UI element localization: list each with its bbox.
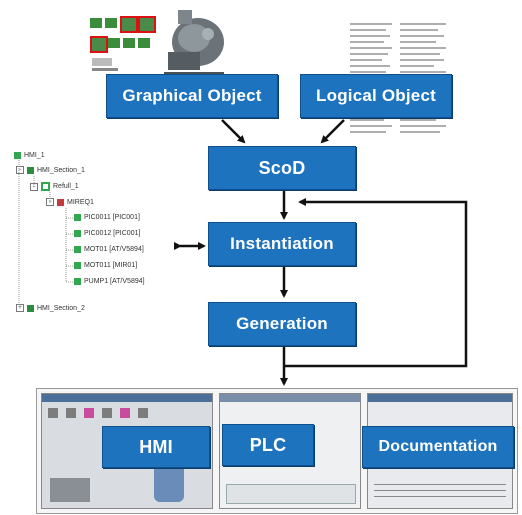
arrow-graphical-to-scod	[221, 119, 246, 144]
tree-item-section-1[interactable]: − HMI_Section_1	[16, 166, 85, 174]
box-label: Graphical Object	[122, 86, 262, 105]
box-label: PLC	[249, 434, 287, 455]
object-icon	[74, 262, 81, 269]
plc-box: PLC	[222, 424, 314, 466]
tree-item-object[interactable]: PUMP1 [AT/V5894]	[74, 278, 145, 285]
tree-item-label: PUMP1 [AT/V5894]	[84, 278, 145, 285]
tree-item-label: MOT011 [MIR01]	[84, 262, 138, 269]
generation-box: Generation	[208, 302, 356, 346]
tree-connectors	[18, 160, 74, 308]
tree-item-label: Refull_1	[53, 183, 79, 190]
tree-item-label: MIREQ1	[67, 198, 94, 206]
tree-item-label: PIC0012 [PIC001]	[84, 230, 141, 237]
object-icon	[74, 278, 81, 285]
group-icon	[57, 198, 64, 206]
documentation-box: Documentation	[362, 426, 514, 468]
collapse-icon[interactable]: −	[16, 166, 24, 174]
arrow-logical-to-scod	[320, 119, 345, 144]
box-label: Documentation	[378, 438, 498, 455]
scod-box: ScoD	[208, 146, 356, 190]
box-label: Instantiation	[230, 234, 334, 253]
expand-icon[interactable]: +	[16, 304, 24, 312]
tree-item-object[interactable]: MOT01 [AT/V5894]	[74, 246, 144, 253]
hmi-box: HMI	[102, 426, 210, 468]
object-icon	[74, 230, 81, 237]
view-icon	[41, 182, 50, 191]
folder-icon	[14, 152, 21, 159]
tree-item-label: MOT01 [AT/V5894]	[84, 246, 144, 253]
box-label: ScoD	[258, 157, 306, 178]
object-icon	[74, 246, 81, 253]
symbol-icons	[90, 16, 168, 74]
tree-item-section-2[interactable]: + HMI_Section_2	[16, 304, 85, 312]
tree-item-object[interactable]: MOT011 [MIR01]	[74, 262, 137, 269]
logical-object-box: Logical Object	[300, 74, 452, 118]
tree-view: HMI_1 − HMI_Section_1 − Refull_1 − MIREQ…	[14, 152, 189, 322]
box-label: Logical Object	[316, 86, 436, 105]
feedback-loop-arrow	[284, 198, 468, 368]
tree-item-label: HMI_Section_2	[37, 304, 85, 312]
tree-item-root[interactable]: HMI_1	[14, 152, 45, 159]
graphical-object-box: Graphical Object	[106, 74, 278, 118]
tree-item-label: PIC0011 [PIC001]	[84, 214, 140, 221]
box-label: HMI	[139, 436, 173, 457]
tree-item-label: HMI_Section_1	[37, 166, 85, 174]
tree-item-object[interactable]: PIC0011 [PIC001]	[74, 214, 140, 221]
box-label: Generation	[236, 314, 328, 333]
section-icon	[27, 304, 34, 312]
object-icon	[74, 214, 81, 221]
tree-item-label: HMI_1	[24, 152, 45, 159]
section-icon	[27, 166, 34, 174]
tree-item-object[interactable]: PIC0012 [PIC001]	[74, 230, 140, 237]
instantiation-box: Instantiation	[208, 222, 356, 266]
